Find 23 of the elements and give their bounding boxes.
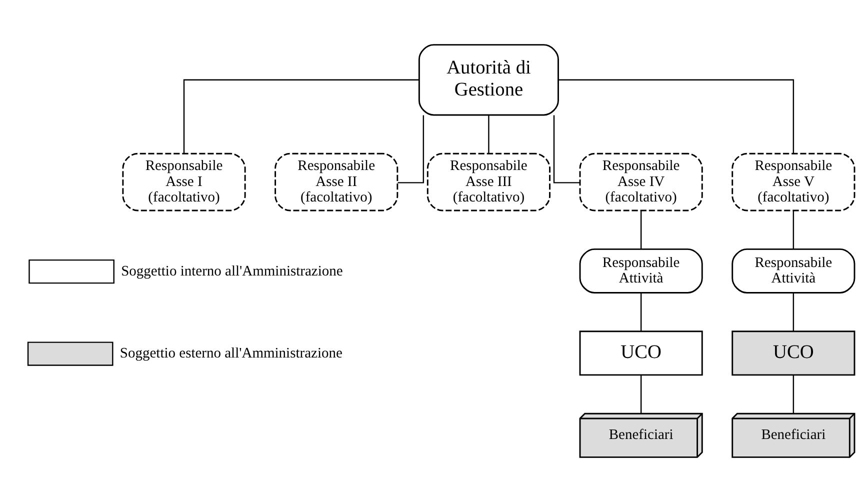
legend-label: Soggettio interno all'Amministrazione [121,262,343,279]
connector [792,374,794,413]
connector [558,78,794,154]
node-box: Responsabile Asse II (facoltativo) [274,152,398,211]
node-box: Responsabile Asse V (facoltativo) [732,152,856,211]
node-box: Responsabile Asse III (facoltativo) [426,152,550,211]
connector [553,114,580,183]
connector [792,292,794,331]
connector [792,210,794,248]
node-box: Autorità di Gestione [418,44,559,116]
connector [183,78,419,154]
connector [640,292,642,331]
node-box: Responsabile Attività [732,248,856,293]
node-box: Responsabile Asse IV (facoltativo) [579,152,703,211]
legend-label: Soggettio esterno all'Amministrazione [120,345,342,362]
connector [640,210,642,248]
connector [640,374,642,413]
node-box: Responsabile Attività [579,248,703,293]
node-box: UCO [579,330,703,376]
node-box: UCO [732,330,856,376]
node-box: Responsabile Asse I (facoltativo) [122,152,246,211]
connector [488,114,490,154]
connector [398,114,424,183]
